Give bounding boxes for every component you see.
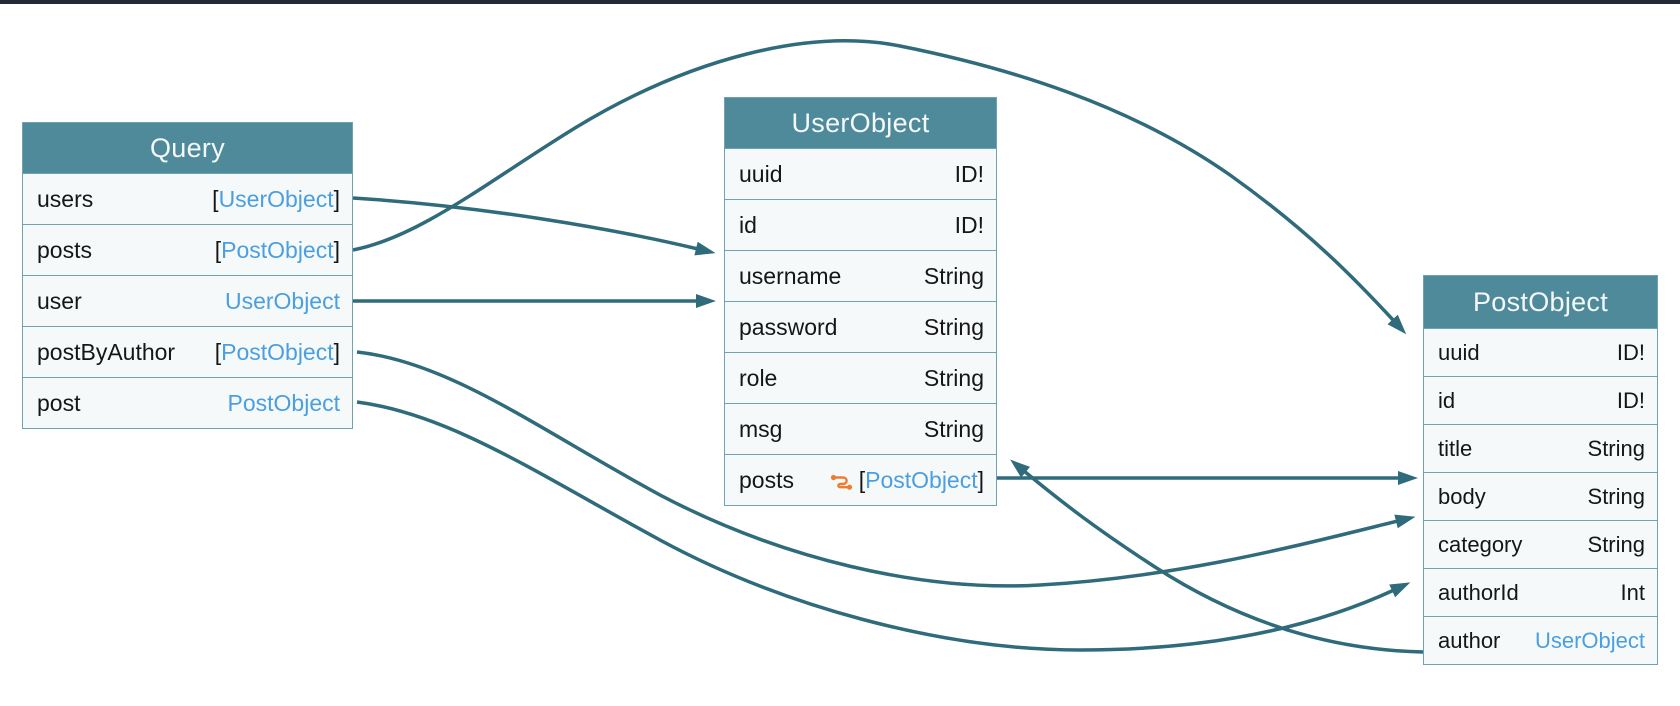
- field-row-post-object-author[interactable]: author UserObject: [1424, 616, 1657, 664]
- type-link[interactable]: PostObject: [221, 236, 334, 263]
- type-scalar: ID!: [1616, 387, 1645, 413]
- field-name: uuid: [739, 160, 783, 187]
- type-scalar: String: [1587, 483, 1645, 509]
- field-name: body: [1438, 483, 1486, 509]
- field-type: ID!: [1617, 388, 1645, 414]
- field-type: ID!: [1617, 340, 1645, 366]
- field-type: String: [924, 416, 984, 443]
- field-name: user: [37, 287, 82, 314]
- field-type: ID!: [955, 161, 984, 188]
- field-row-post-object-uuid[interactable]: uuid ID!: [1424, 328, 1657, 376]
- type-table-query: Query users [UserObject] posts [PostObject] u…: [22, 122, 353, 429]
- type-scalar: String: [1587, 531, 1645, 557]
- edge-query-users-to-userobject[interactable]: [352, 196, 716, 256]
- field-type: UserObject: [1535, 628, 1645, 654]
- field-name: msg: [739, 415, 783, 442]
- field-name: id: [1438, 387, 1456, 413]
- field-row-user-object-posts[interactable]: posts [PostObject]: [725, 454, 996, 505]
- type-link[interactable]: PostObject: [221, 338, 334, 365]
- field-row-post-object-body[interactable]: body String: [1424, 472, 1657, 520]
- field-name: id: [739, 211, 757, 238]
- field-type: String: [924, 365, 984, 392]
- field-row-user-object-password[interactable]: password String: [725, 301, 996, 352]
- field-type: String: [924, 314, 984, 341]
- relation-squiggle-icon: [830, 474, 852, 490]
- field-name: role: [739, 364, 778, 391]
- type-scalar: String: [1587, 435, 1645, 461]
- field-row-post-object-category[interactable]: category String: [1424, 520, 1657, 568]
- field-name: posts: [37, 236, 92, 263]
- field-type: [PostObject]: [214, 338, 340, 365]
- type-scalar: Int: [1620, 579, 1645, 605]
- field-row-query-users[interactable]: users [UserObject]: [23, 173, 352, 224]
- field-name: category: [1438, 531, 1523, 557]
- edge-postobject-author-to-userobject[interactable]: [1010, 459, 1424, 654]
- field-row-user-object-msg[interactable]: msg String: [725, 403, 996, 454]
- field-name: title: [1438, 435, 1473, 461]
- field-name: users: [37, 185, 94, 212]
- field-type: [PostObject]: [214, 236, 340, 263]
- field-row-query-posts[interactable]: posts [PostObject]: [23, 224, 352, 275]
- field-type: Int: [1621, 580, 1645, 606]
- edge-query-postbyauthor-to-postobject[interactable]: [356, 350, 1416, 588]
- field-name: username: [739, 262, 842, 289]
- field-name: posts: [739, 466, 794, 493]
- field-name: author: [1438, 627, 1501, 653]
- field-row-user-object-role[interactable]: role String: [725, 352, 996, 403]
- top-divider: [0, 0, 1680, 4]
- field-type: String: [924, 263, 984, 290]
- field-row-query-user[interactable]: user UserObject: [23, 275, 352, 326]
- field-row-post-object-title[interactable]: title String: [1424, 424, 1657, 472]
- field-name: password: [739, 313, 838, 340]
- type-scalar: ID!: [1616, 339, 1645, 365]
- field-name: uuid: [1438, 339, 1480, 365]
- edge-query-posts-to-postobject[interactable]: [352, 39, 1407, 335]
- field-name: post: [37, 389, 81, 416]
- field-row-user-object-username[interactable]: username String: [725, 250, 996, 301]
- field-name: postByAuthor: [37, 338, 176, 365]
- field-type: ID!: [955, 212, 984, 239]
- field-row-post-object-id[interactable]: id ID!: [1424, 376, 1657, 424]
- table-header-query[interactable]: Query: [23, 123, 352, 173]
- field-row-query-postByAuthor[interactable]: postByAuthor [PostObject]: [23, 326, 352, 377]
- edge-query-post-to-postobject[interactable]: [356, 400, 1411, 652]
- table-title: UserObject: [791, 107, 930, 138]
- field-row-query-post[interactable]: post PostObject: [23, 377, 352, 428]
- field-type: String: [1588, 436, 1645, 462]
- type-scalar: String: [923, 313, 984, 340]
- field-type: String: [1588, 484, 1645, 510]
- type-scalar: ID!: [954, 211, 984, 238]
- field-type: [UserObject]: [212, 185, 340, 212]
- type-link[interactable]: UserObject: [1534, 627, 1645, 653]
- field-type: String: [1588, 532, 1645, 558]
- type-link[interactable]: UserObject: [218, 185, 334, 212]
- type-link[interactable]: UserObject: [224, 287, 340, 314]
- table-header-post-object[interactable]: PostObject: [1424, 276, 1657, 328]
- type-scalar: ID!: [954, 160, 984, 187]
- field-type: PostObject: [228, 390, 341, 417]
- table-title: PostObject: [1472, 286, 1609, 317]
- table-title: Query: [149, 132, 226, 163]
- type-link[interactable]: PostObject: [227, 389, 341, 416]
- field-name: authorId: [1438, 579, 1519, 605]
- type-scalar: String: [923, 415, 984, 442]
- field-type: UserObject: [225, 288, 340, 315]
- table-header-user-object[interactable]: UserObject: [725, 98, 996, 148]
- field-type: [PostObject]: [858, 466, 984, 493]
- type-scalar: String: [923, 364, 984, 391]
- field-row-post-object-authorId[interactable]: authorId Int: [1424, 568, 1657, 616]
- field-row-user-object-id[interactable]: id ID!: [725, 199, 996, 250]
- field-row-user-object-uuid[interactable]: uuid ID!: [725, 148, 996, 199]
- type-scalar: String: [923, 262, 984, 289]
- type-link[interactable]: PostObject: [865, 466, 978, 493]
